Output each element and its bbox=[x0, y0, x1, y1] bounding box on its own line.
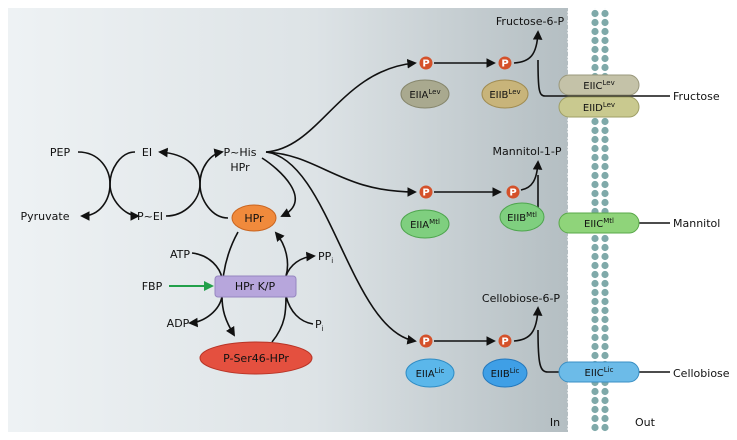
eiic-mtl-label: EIICMtl bbox=[584, 217, 614, 230]
adp-label: ADP bbox=[167, 317, 190, 330]
eiic-lic bbox=[558, 361, 640, 383]
eiia-lev-label: EIIALev bbox=[409, 88, 440, 101]
eiid-lev-label: EIIDLev bbox=[583, 101, 615, 114]
eiib-lic-label: EIIBLic bbox=[491, 367, 520, 380]
eiic-lev-label: EIICLev bbox=[583, 79, 614, 92]
eiia-mtl-label: EIIAMtl bbox=[410, 218, 440, 231]
pep-label: PEP bbox=[50, 146, 71, 159]
p-his-label: P~His bbox=[224, 146, 257, 159]
ppi-label: PPi bbox=[318, 250, 333, 265]
p-ser46-hpr-label: P-Ser46-HPr bbox=[223, 352, 289, 365]
ei-cycle bbox=[77, 147, 297, 221]
ei-label: EI bbox=[142, 146, 152, 159]
fructose-6-p-label: Fructose-6-P bbox=[496, 15, 565, 28]
cellobiose-label: Cellobiose bbox=[673, 367, 730, 380]
atp-label: ATP bbox=[170, 248, 190, 261]
in-label: In bbox=[550, 416, 560, 429]
eiia-lev bbox=[400, 79, 450, 109]
cellobiose-6-p-label: Cellobiose-6-P bbox=[482, 292, 560, 305]
p-ser46-hpr-node bbox=[199, 341, 313, 375]
phospho-groups: P P P P P P bbox=[419, 56, 520, 348]
hprkp-label: HPr K/P bbox=[235, 280, 276, 293]
eiic-lev bbox=[558, 74, 640, 96]
svg-text:P: P bbox=[501, 337, 508, 348]
hpr-top-label: HPr bbox=[230, 161, 250, 174]
mannitol-1-p-label: Mannitol-1-P bbox=[493, 145, 562, 158]
pyruvate-label: Pyruvate bbox=[21, 210, 70, 223]
eiia-lic bbox=[405, 358, 455, 388]
eiib-lev bbox=[481, 79, 529, 109]
svg-text:P: P bbox=[422, 337, 429, 348]
eiia-lic-label: EIIALic bbox=[416, 367, 445, 380]
phospho-icon bbox=[498, 56, 512, 70]
phospho-icon bbox=[498, 334, 512, 348]
eiic-lic-label: EIICLic bbox=[585, 366, 614, 379]
eiib-mtl-label: EIIBMtl bbox=[507, 211, 537, 224]
hprkp-box bbox=[214, 275, 297, 298]
p-ei-label: P~EI bbox=[137, 210, 163, 223]
svg-text:P: P bbox=[509, 188, 516, 199]
phospho-icon bbox=[419, 334, 433, 348]
eiic-mtl bbox=[558, 212, 640, 234]
svg-text:P: P bbox=[422, 188, 429, 199]
eiib-lev-label: EIIBLev bbox=[489, 88, 520, 101]
eiib-lic bbox=[482, 358, 528, 388]
out-label: Out bbox=[635, 416, 656, 429]
eiid-lev bbox=[558, 96, 640, 118]
svg-text:P: P bbox=[422, 59, 429, 70]
eiia-mtl bbox=[400, 209, 450, 239]
phospho-icon bbox=[419, 56, 433, 70]
hpr-label: HPr bbox=[244, 212, 264, 225]
hpr-node bbox=[231, 204, 277, 232]
phospho-icon bbox=[419, 185, 433, 199]
mannitol-label: Mannitol bbox=[673, 217, 720, 230]
fructose-label: Fructose bbox=[673, 90, 720, 103]
pi-label: Pi bbox=[315, 318, 324, 333]
fbp-label: FBP bbox=[142, 280, 163, 293]
svg-text:P: P bbox=[501, 59, 508, 70]
branch-arrows bbox=[265, 30, 670, 373]
eiib-mtl bbox=[499, 202, 545, 232]
phospho-icon bbox=[506, 185, 520, 199]
